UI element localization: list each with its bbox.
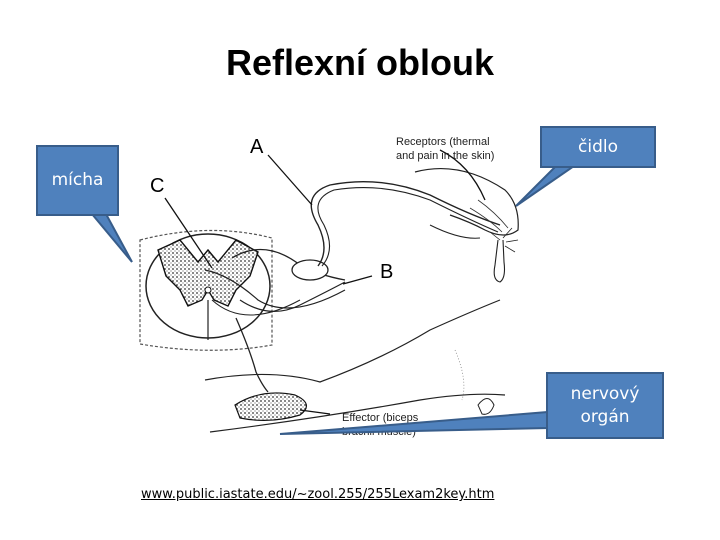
- callout-receptor: čidlo: [540, 126, 656, 168]
- callout-spinal-cord: mícha: [36, 145, 119, 216]
- pain-stimulus: [489, 227, 519, 253]
- callout-effector-line2: orgán: [580, 406, 630, 427]
- source-link[interactable]: www.public.iastate.edu/~zool.255/255Lexa…: [141, 487, 495, 502]
- callout-receptor-text: čidlo: [578, 136, 618, 157]
- slide-title: Reflexní oblouk: [225, 42, 495, 83]
- callout-effector-line1: nervový: [570, 383, 640, 404]
- gray-matter: [157, 239, 259, 307]
- effector-label-line1: Effector (biceps: [342, 412, 419, 424]
- biceps-muscle: [234, 392, 307, 421]
- ganglion: [291, 259, 329, 281]
- sensory-neuron: [310, 180, 501, 267]
- receptors-label-line2: and pain in the skin): [396, 150, 494, 162]
- label-b: B: [380, 261, 393, 283]
- label-pointers: [164, 149, 486, 415]
- callout-effector: nervový orgán: [546, 372, 664, 439]
- label-c: C: [150, 175, 164, 197]
- hand-outline: [414, 167, 519, 283]
- arm-outline: [204, 299, 506, 433]
- receptors-label-line1: Receptors (thermal: [396, 136, 490, 148]
- callout-spinal-cord-text: mícha: [51, 170, 104, 191]
- motor-neuron: [235, 281, 346, 393]
- label-a: A: [250, 136, 264, 158]
- spinal-cord-section: [139, 229, 273, 351]
